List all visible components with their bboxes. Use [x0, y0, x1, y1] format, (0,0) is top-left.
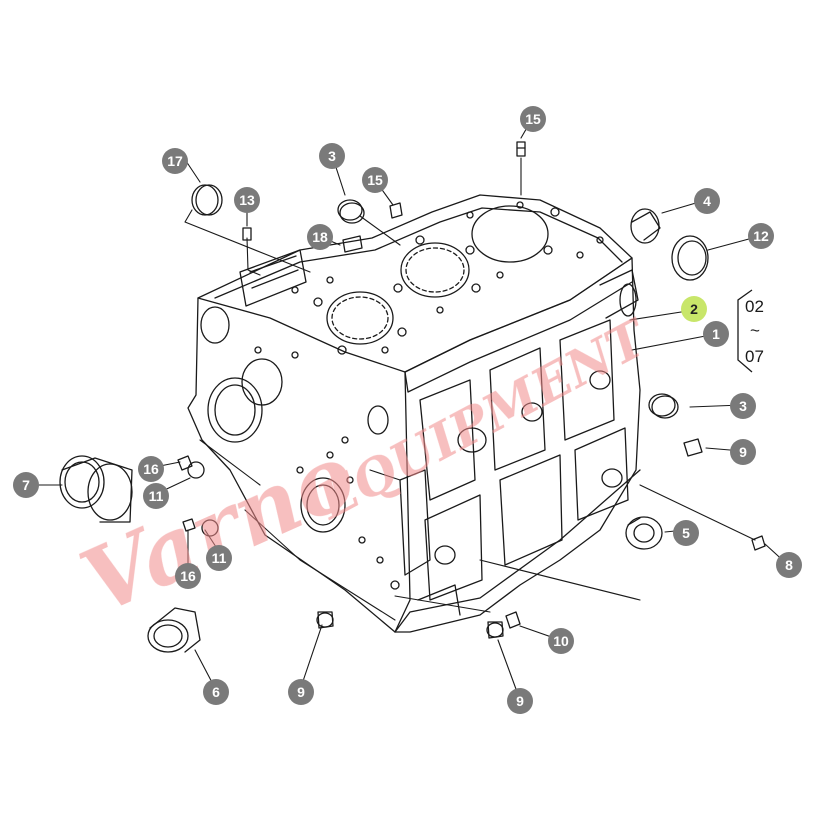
callout-label: 11	[212, 550, 227, 566]
callout-18: 18	[307, 224, 333, 250]
callout-label: 6	[212, 684, 220, 700]
callout-label: 5	[682, 525, 690, 541]
callout-label: 2	[690, 301, 698, 317]
pin-16-lower	[182, 518, 196, 532]
watermark-script: Varno	[66, 423, 370, 634]
callout-11: 11	[206, 545, 232, 571]
bushing-7	[59, 455, 133, 523]
pin-15-left	[389, 202, 403, 219]
callout-label: 8	[785, 557, 793, 573]
engine-block	[187, 194, 641, 633]
callout-circle	[730, 393, 756, 419]
callout-4: 4	[694, 188, 720, 214]
callout-5: 5	[673, 520, 699, 546]
callout-3: 3	[730, 393, 756, 419]
plug-3-right	[648, 393, 679, 419]
callout-circle	[681, 296, 707, 322]
callout-label: 7	[22, 477, 30, 493]
callout-circle	[694, 188, 720, 214]
callout-circle	[206, 545, 232, 571]
callout-circle	[548, 628, 574, 654]
callout-15: 15	[362, 167, 388, 193]
callout-circle	[507, 688, 533, 714]
plug-9-right	[683, 438, 703, 457]
callout-circle	[748, 223, 774, 249]
callout-label: 13	[239, 192, 255, 208]
callout-9: 9	[288, 679, 314, 705]
callout-circle	[234, 187, 260, 213]
watermark-word: EQUIPMENT	[306, 306, 659, 531]
callout-label: 9	[739, 444, 747, 460]
callout-label: 17	[167, 153, 183, 169]
seal-5	[625, 516, 663, 550]
callout-circle	[730, 439, 756, 465]
callout-9: 9	[507, 688, 533, 714]
callout-1: 1	[703, 321, 729, 347]
pin-13	[242, 227, 252, 241]
callout-2: 2	[681, 296, 707, 322]
callout-12: 12	[748, 223, 774, 249]
callout-11: 11	[143, 483, 169, 509]
screw-8	[751, 535, 766, 551]
callout-15: 15	[520, 106, 546, 132]
plug-3-top	[337, 199, 365, 224]
callout-9: 9	[730, 439, 756, 465]
callout-17: 17	[162, 148, 188, 174]
seal-ring-12	[671, 235, 709, 281]
callout-label: 15	[525, 111, 541, 127]
callout-16: 16	[175, 563, 201, 589]
plug-9-bottom	[486, 621, 504, 639]
range-bracket: 02 ~ 07	[737, 289, 764, 373]
range-to: 07	[745, 347, 764, 366]
pin-15-top	[516, 141, 526, 157]
callout-6: 6	[203, 679, 229, 705]
callout-circle	[319, 143, 345, 169]
callout-circle	[673, 520, 699, 546]
callout-8: 8	[776, 552, 802, 578]
callout-circle	[162, 148, 188, 174]
screw-10	[505, 611, 521, 629]
callout-circle	[520, 106, 546, 132]
callout-circle	[203, 679, 229, 705]
callout-circle	[362, 167, 388, 193]
callout-label: 4	[703, 193, 711, 209]
callout-circle	[138, 456, 164, 482]
callout-circle	[288, 679, 314, 705]
callout-label: 12	[753, 228, 769, 244]
callout-label: 9	[297, 684, 305, 700]
callout-3: 3	[319, 143, 345, 169]
callout-label: 18	[312, 229, 328, 245]
callout-label: 16	[180, 568, 196, 584]
pin-16-upper	[177, 455, 193, 471]
callout-label: 16	[143, 461, 159, 477]
callout-circle	[776, 552, 802, 578]
callout-circle	[143, 483, 169, 509]
callout-circle	[307, 224, 333, 250]
pin-18	[342, 235, 363, 253]
callout-label: 3	[328, 148, 336, 164]
range-separator: ~	[750, 321, 760, 340]
plug-4	[630, 208, 661, 244]
callout-label: 11	[149, 488, 164, 504]
plug-11-upper	[187, 461, 205, 479]
seal-ring-17	[191, 184, 223, 216]
callout-circle	[703, 321, 729, 347]
callout-label: 15	[367, 172, 383, 188]
range-from: 02	[745, 297, 764, 316]
callout-circle	[175, 563, 201, 589]
callout-label: 9	[516, 693, 524, 709]
callout-circle	[13, 472, 39, 498]
callout-label: 10	[553, 633, 569, 649]
callout-7: 7	[13, 472, 39, 498]
callout-label: 3	[739, 398, 747, 414]
callout-label: 1	[712, 326, 720, 342]
plug-9-left	[316, 611, 334, 629]
plug-11-lower	[201, 519, 219, 537]
callout-16: 16	[138, 456, 164, 482]
callout-10: 10	[548, 628, 574, 654]
bushing-6	[147, 607, 201, 653]
callout-13: 13	[234, 187, 260, 213]
